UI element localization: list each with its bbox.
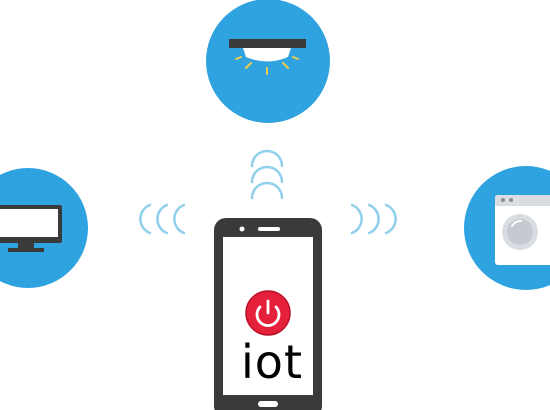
television-device	[0, 168, 88, 288]
phone-camera	[239, 226, 245, 232]
washing-machine-device	[464, 166, 550, 290]
ceiling-light-circle	[206, 0, 330, 123]
tv-icon	[0, 205, 62, 252]
wifi-signal-icon	[139, 203, 186, 235]
smartphone	[214, 218, 322, 410]
phone-speaker	[258, 227, 280, 231]
phone-label: iot	[241, 335, 303, 389]
wifi-signal-icon	[250, 149, 284, 200]
ceiling-lamp-icon	[229, 39, 306, 75]
washing-machine-icon	[495, 195, 550, 265]
wifi-signal-icon	[350, 203, 397, 235]
ceiling-light-device	[206, 0, 330, 123]
power-icon	[245, 290, 291, 336]
phone-home-button	[258, 401, 278, 407]
